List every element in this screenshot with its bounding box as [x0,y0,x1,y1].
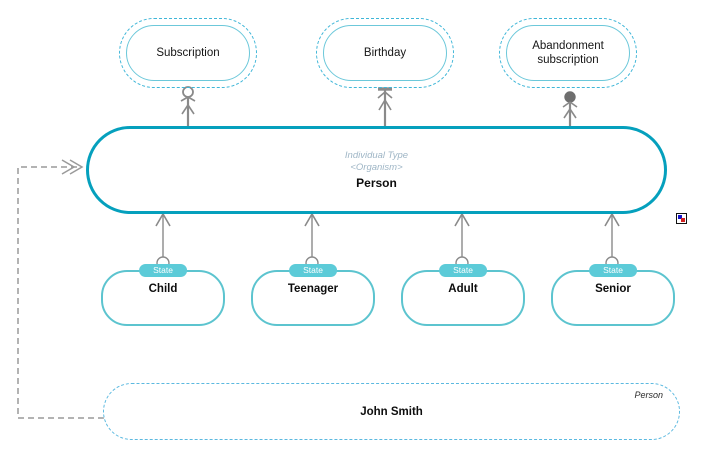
state-node-teenager[interactable]: State Teenager [251,264,375,326]
state-node-adult[interactable]: State Adult [401,264,525,326]
event-node-abandonment-subscription[interactable]: Abandonment subscription [499,18,637,88]
state-name: Adult [448,283,478,295]
individual-type-stereotype-line1: Individual Type [344,149,409,161]
state-node-senior[interactable]: State Senior [551,264,675,326]
event-halo [499,18,637,88]
instance-name: John Smith [360,405,423,418]
event-box[interactable]: Birthday [323,25,447,81]
state-badge: State [139,264,187,277]
state-badge: State [289,264,337,277]
state-name: Child [148,283,178,295]
instance-node-john-smith[interactable]: Person John Smith [103,383,680,440]
event-label: Birthday [363,47,407,59]
event-label: Subscription [156,47,220,59]
instance-type-label: Person [634,390,663,400]
event-box[interactable]: Subscription [126,25,250,81]
event-node-subscription[interactable]: Subscription [119,18,257,88]
state-name: Teenager [287,283,339,295]
event-label: Abandonment subscription [532,40,604,66]
selection-marker-icon[interactable] [676,213,687,224]
marker-blue-dot [678,215,682,219]
individual-type-node-person[interactable]: Individual Type <Organism> Person [86,126,667,214]
event-node-birthday[interactable]: Birthday [316,18,454,88]
marker-red-dot [681,218,685,222]
event-box[interactable]: Abandonment subscription [506,25,630,81]
event-halo [316,18,454,88]
event-halo [119,18,257,88]
state-name: Senior [595,283,631,295]
state-node-child[interactable]: State Child [101,264,225,326]
individual-type-stereotype-line2: <Organism> [350,161,403,173]
individual-type-name: Person [356,175,397,190]
state-badge: State [589,264,637,277]
state-badge: State [439,264,487,277]
